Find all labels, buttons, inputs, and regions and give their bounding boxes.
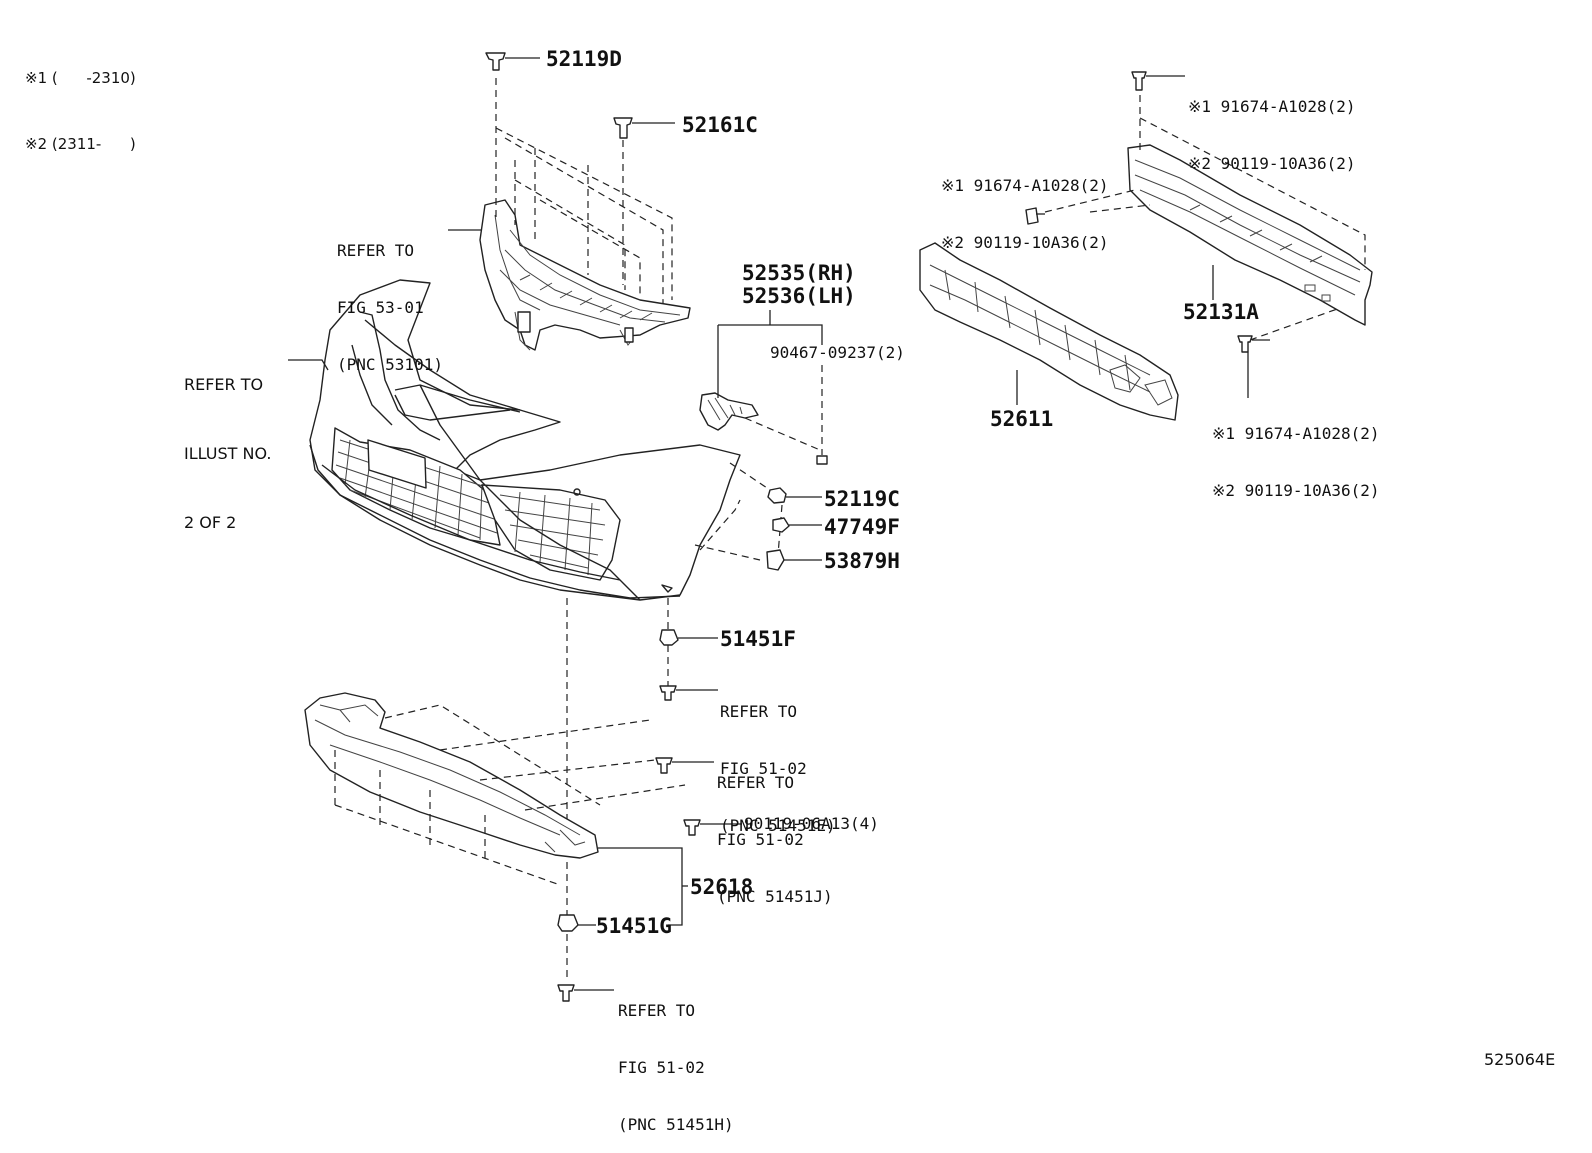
- bolt-left-labels: ※1 91674-A1028(2) ※2 90119-10A36(2): [941, 138, 1109, 271]
- refer-illust-line-2: ILLUST NO.: [184, 444, 272, 463]
- top-clips: [485, 52, 675, 139]
- refer-grille-line-1: REFER TO: [337, 241, 415, 260]
- refer-j-line-3: (PNC 51451J): [717, 887, 833, 906]
- reinforcement-lines: [1025, 71, 1366, 398]
- refer-e-line-2: FIG 51-02: [720, 759, 807, 778]
- legend: ※1 ( -2310) ※2 (2311- ): [25, 23, 136, 177]
- refer-grille-line-2: FIG 53-01: [337, 298, 424, 317]
- part-52161C: 52161C: [682, 113, 758, 137]
- refer-grille-line-3: (PNC 53101): [337, 355, 443, 374]
- bolt-right-line-2: ※2 90119-10A36(2): [1212, 481, 1380, 500]
- side-retainer-drawing: [699, 310, 828, 465]
- refer-e-line-1: REFER TO: [720, 702, 798, 721]
- lower-fasteners: [557, 629, 742, 1002]
- under-cover-lines: [334, 704, 688, 926]
- part-52119D: 52119D: [546, 47, 622, 71]
- refer-j-line-2: FIG 51-02: [717, 830, 804, 849]
- bolt-right-labels: ※1 91674-A1028(2) ※2 90119-10A36(2): [1212, 386, 1380, 519]
- refer-h-line-3: (PNC 51451H): [618, 1115, 734, 1134]
- legend-note-2: ※2 (2311- ): [25, 135, 136, 153]
- legend-note-1: ※1 ( -2310): [25, 69, 136, 87]
- under-cover-drawing: [304, 692, 599, 859]
- part-47749F: 47749F: [824, 515, 900, 539]
- bolt-right-line-1: ※1 91674-A1028(2): [1212, 424, 1380, 443]
- part-52618: 52618: [690, 875, 754, 899]
- refer-illust-line-1: REFER TO: [184, 375, 264, 394]
- part-90467: 90467-09237(2): [770, 343, 905, 362]
- part-51451F: 51451F: [720, 627, 796, 651]
- absorber-drawing: [919, 242, 1179, 421]
- part-53879H: 53879H: [824, 549, 900, 573]
- refer-h-line-1: REFER TO: [618, 1001, 696, 1020]
- part-51451G: 51451G: [596, 914, 672, 938]
- left-leaders: [288, 229, 482, 371]
- bolt-top-labels: ※1 91674-A1028(2) ※2 90119-10A36(2): [1188, 59, 1356, 192]
- refer-j-line-1: REFER TO: [717, 773, 795, 792]
- bolt-top-line-2: ※2 90119-10A36(2): [1188, 154, 1356, 173]
- part-52611: 52611: [990, 407, 1054, 431]
- refer-e-line-3: (PNC 51451E): [720, 816, 836, 835]
- bolt-left-line-2: ※2 90119-10A36(2): [941, 233, 1109, 252]
- refer-illust: REFER TO ILLUST NO. 2 OF 2: [184, 327, 271, 557]
- bolt-top-line-1: ※1 91674-A1028(2): [1188, 97, 1356, 116]
- refer-illust-line-3: 2 OF 2: [184, 513, 237, 532]
- part-52119C: 52119C: [824, 487, 900, 511]
- grille-fastener-lines: [495, 78, 673, 303]
- radiator-grille-drawing: [479, 199, 691, 351]
- part-90119-06A13: 90119-06A13(4): [744, 814, 879, 833]
- diagram-id: 525064E: [1484, 1050, 1556, 1069]
- side-fasteners: [766, 487, 822, 571]
- refer-51451H: REFER TO FIG 51-02 (PNC 51451H): [618, 963, 734, 1153]
- bumper-cover-drawing: [309, 279, 741, 601]
- diagram-drawing: [288, 52, 1373, 1002]
- parts-diagram: ※1 ( -2310) ※2 (2311- ) 52119D 52161C RE…: [25, 23, 1556, 1135]
- part-52536: 52536(LH): [742, 284, 856, 308]
- reinforcement-drawing: [1127, 144, 1373, 326]
- refer-grille: REFER TO FIG 53-01 (PNC 53101): [337, 203, 443, 393]
- refer-51451E: REFER TO FIG 51-02 (PNC 51451E): [720, 664, 836, 854]
- part-52535: 52535(RH): [742, 261, 856, 285]
- bolt-left-line-1: ※1 91674-A1028(2): [941, 176, 1109, 195]
- part-52131A: 52131A: [1183, 300, 1259, 324]
- refer-h-line-2: FIG 51-02: [618, 1058, 705, 1077]
- refer-51451J: REFER TO FIG 51-02 (PNC 51451J): [717, 735, 833, 925]
